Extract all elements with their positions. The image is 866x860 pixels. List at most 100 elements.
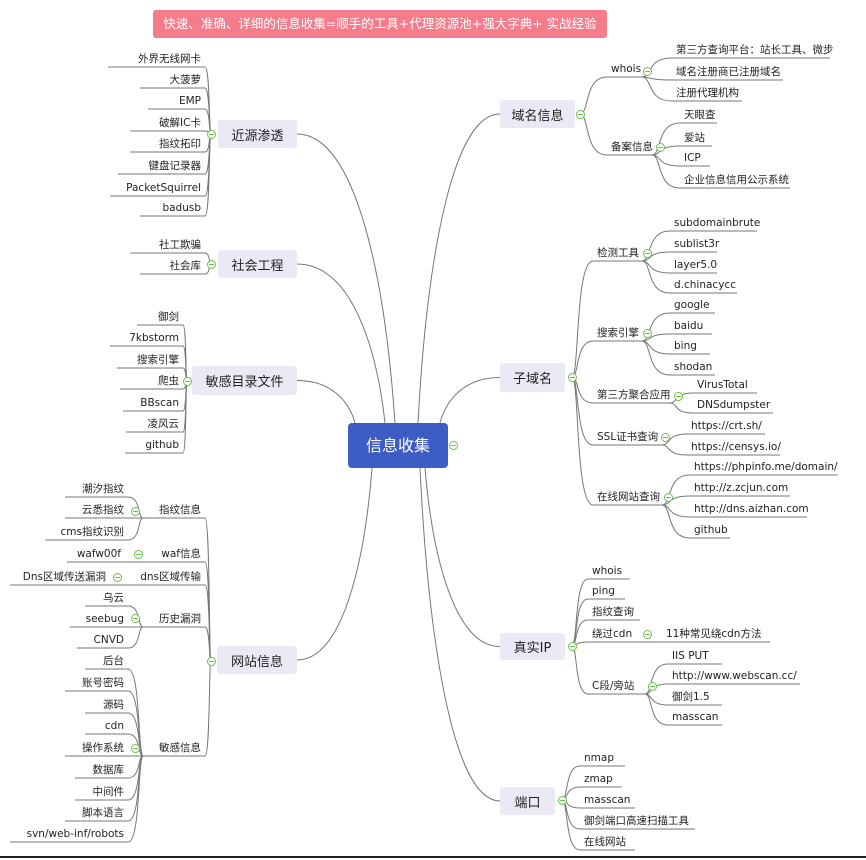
subtopic[interactable]: 敏感信息	[159, 742, 201, 754]
leaf-topic[interactable]: 凌风云	[147, 418, 180, 430]
leaf-topic[interactable]: PacketSquirrel	[126, 182, 201, 194]
main-topic[interactable]: 子域名	[500, 363, 565, 392]
leaf-topic[interactable]: github	[145, 439, 179, 451]
leaf-topic[interactable]: google	[674, 299, 710, 311]
leaf-topic[interactable]: 后台	[103, 655, 124, 667]
leaf-topic[interactable]: d.chinacycc	[674, 279, 736, 291]
collapse-icon[interactable]	[642, 328, 652, 338]
leaf-topic[interactable]: 账号密码	[82, 677, 124, 689]
main-topic[interactable]: 网站信息	[217, 646, 297, 674]
collapse-icon[interactable]	[206, 259, 216, 269]
leaf-topic[interactable]: 御剑端口高速扫描工具	[584, 815, 689, 827]
leaf-topic[interactable]: 御剑	[158, 311, 179, 323]
leaf-topic[interactable]: 域名注册商已注册域名	[676, 66, 781, 78]
subtopic[interactable]: 指纹信息	[159, 504, 201, 516]
leaf-topic[interactable]: CNVD	[93, 634, 124, 646]
collapse-icon[interactable]	[642, 629, 652, 639]
leaf-topic[interactable]: 爱站	[684, 132, 705, 144]
leaf-topic[interactable]: IIS PUT	[672, 650, 709, 662]
collapse-icon[interactable]	[206, 129, 216, 139]
leaf-topic[interactable]: Dns区域传送漏洞	[22, 571, 106, 583]
subtopic[interactable]: 绕过cdn	[592, 628, 633, 640]
collapse-icon[interactable]	[449, 441, 458, 450]
leaf-topic[interactable]: 11种常见绕cdn方法	[666, 628, 762, 640]
subtopic[interactable]: C段/旁站	[592, 680, 635, 692]
leaf-topic[interactable]: subdomainbrute	[674, 217, 761, 229]
leaf-topic[interactable]: shodan	[674, 361, 713, 373]
leaf-topic[interactable]: sublist3r	[674, 238, 720, 250]
subtopic[interactable]: 历史漏洞	[159, 613, 201, 625]
leaf-topic[interactable]: 在线网站	[584, 836, 626, 848]
collapse-icon[interactable]	[642, 248, 652, 258]
leaf-topic[interactable]: 第三方查询平台：站长工具、微步	[676, 44, 834, 56]
main-topic[interactable]: 端口	[500, 787, 555, 815]
subtopic[interactable]: 备案信息	[611, 141, 653, 153]
subtopic[interactable]: waf信息	[161, 548, 201, 560]
leaf-topic[interactable]: 中间件	[92, 786, 125, 798]
collapse-icon[interactable]	[567, 641, 577, 651]
collapse-icon[interactable]	[660, 432, 670, 442]
subtopic[interactable]: 检测工具	[597, 247, 639, 259]
leaf-topic[interactable]: 企业信息信用公示系统	[684, 174, 789, 186]
leaf-topic[interactable]: 外界无线网卡	[138, 53, 201, 65]
leaf-topic[interactable]: 云悉指纹	[82, 504, 124, 516]
subtopic[interactable]: 搜索引擎	[597, 327, 639, 339]
subtopic[interactable]: 第三方聚合应用	[597, 389, 671, 401]
leaf-topic[interactable]: svn/web-inf/robots	[26, 828, 124, 840]
leaf-topic[interactable]: http://z.zcjun.com	[694, 482, 789, 494]
leaf-topic[interactable]: badusb	[162, 202, 201, 214]
leaf-topic[interactable]: 御剑1.5	[672, 691, 710, 703]
title-banner[interactable]: 快速、准确、详细的信息收集=顺手的工具+代理资源池+强大字典+ 实战经验	[153, 10, 607, 38]
leaf-topic[interactable]: bing	[674, 340, 697, 352]
leaf-topic[interactable]: 破解IC卡	[159, 117, 201, 129]
leaf-topic[interactable]: masscan	[584, 794, 631, 806]
subtopic[interactable]: 在线网站查询	[597, 491, 660, 503]
leaf-topic[interactable]: DNSdumpster	[697, 399, 771, 411]
leaf-topic[interactable]: 指纹查询	[592, 606, 634, 618]
leaf-topic[interactable]: https://phpinfo.me/domain/	[694, 461, 838, 473]
leaf-topic[interactable]: 操作系统	[82, 742, 124, 754]
leaf-topic[interactable]: cdn	[104, 720, 124, 732]
leaf-topic[interactable]: VirusTotal	[697, 379, 748, 391]
leaf-topic[interactable]: 乌云	[103, 592, 124, 604]
collapse-icon[interactable]	[663, 492, 673, 502]
leaf-topic[interactable]: seebug	[85, 613, 124, 625]
collapse-icon[interactable]	[575, 109, 585, 119]
collapse-icon[interactable]	[112, 572, 122, 582]
collapse-icon[interactable]	[130, 613, 140, 623]
leaf-topic[interactable]: BBscan	[140, 397, 179, 409]
leaf-topic[interactable]: whois	[592, 565, 623, 577]
leaf-topic[interactable]: baidu	[674, 320, 704, 332]
collapse-icon[interactable]	[647, 681, 657, 691]
collapse-icon[interactable]	[567, 372, 577, 382]
leaf-topic[interactable]: 源码	[103, 699, 124, 711]
leaf-topic[interactable]: 爬虫	[158, 375, 179, 387]
collapse-icon[interactable]	[182, 376, 192, 386]
leaf-topic[interactable]: github	[694, 524, 728, 536]
leaf-topic[interactable]: 社会库	[169, 260, 202, 272]
leaf-topic[interactable]: 注册代理机构	[676, 87, 739, 99]
collapse-icon[interactable]	[130, 743, 140, 753]
leaf-topic[interactable]: cms指纹识别	[60, 526, 124, 538]
leaf-topic[interactable]: 脚本语言	[82, 807, 124, 819]
leaf-topic[interactable]: https://crt.sh/	[691, 420, 762, 432]
leaf-topic[interactable]: nmap	[584, 752, 614, 764]
subtopic[interactable]: dns区域传输	[140, 571, 201, 583]
leaf-topic[interactable]: ICP	[684, 152, 701, 164]
leaf-topic[interactable]: http://www.webscan.cc/	[672, 670, 797, 682]
main-topic[interactable]: 真实IP	[500, 633, 565, 660]
leaf-topic[interactable]: 键盘记录器	[148, 160, 202, 172]
leaf-topic[interactable]: 数据库	[92, 764, 125, 776]
leaf-topic[interactable]: zmap	[584, 773, 613, 785]
subtopic[interactable]: whois	[611, 63, 642, 75]
leaf-topic[interactable]: 指纹拓印	[159, 138, 201, 150]
collapse-icon[interactable]	[673, 391, 683, 401]
collapse-icon[interactable]	[557, 795, 567, 805]
main-topic[interactable]: 敏感目录文件	[192, 366, 297, 395]
leaf-topic[interactable]: https://censys.io/	[691, 441, 781, 453]
leaf-topic[interactable]: 7kbstorm	[129, 332, 179, 344]
leaf-topic[interactable]: 潮汐指纹	[82, 483, 124, 495]
collapse-icon[interactable]	[655, 142, 665, 152]
collapse-icon[interactable]	[642, 66, 652, 76]
main-topic[interactable]: 域名信息	[500, 100, 575, 128]
